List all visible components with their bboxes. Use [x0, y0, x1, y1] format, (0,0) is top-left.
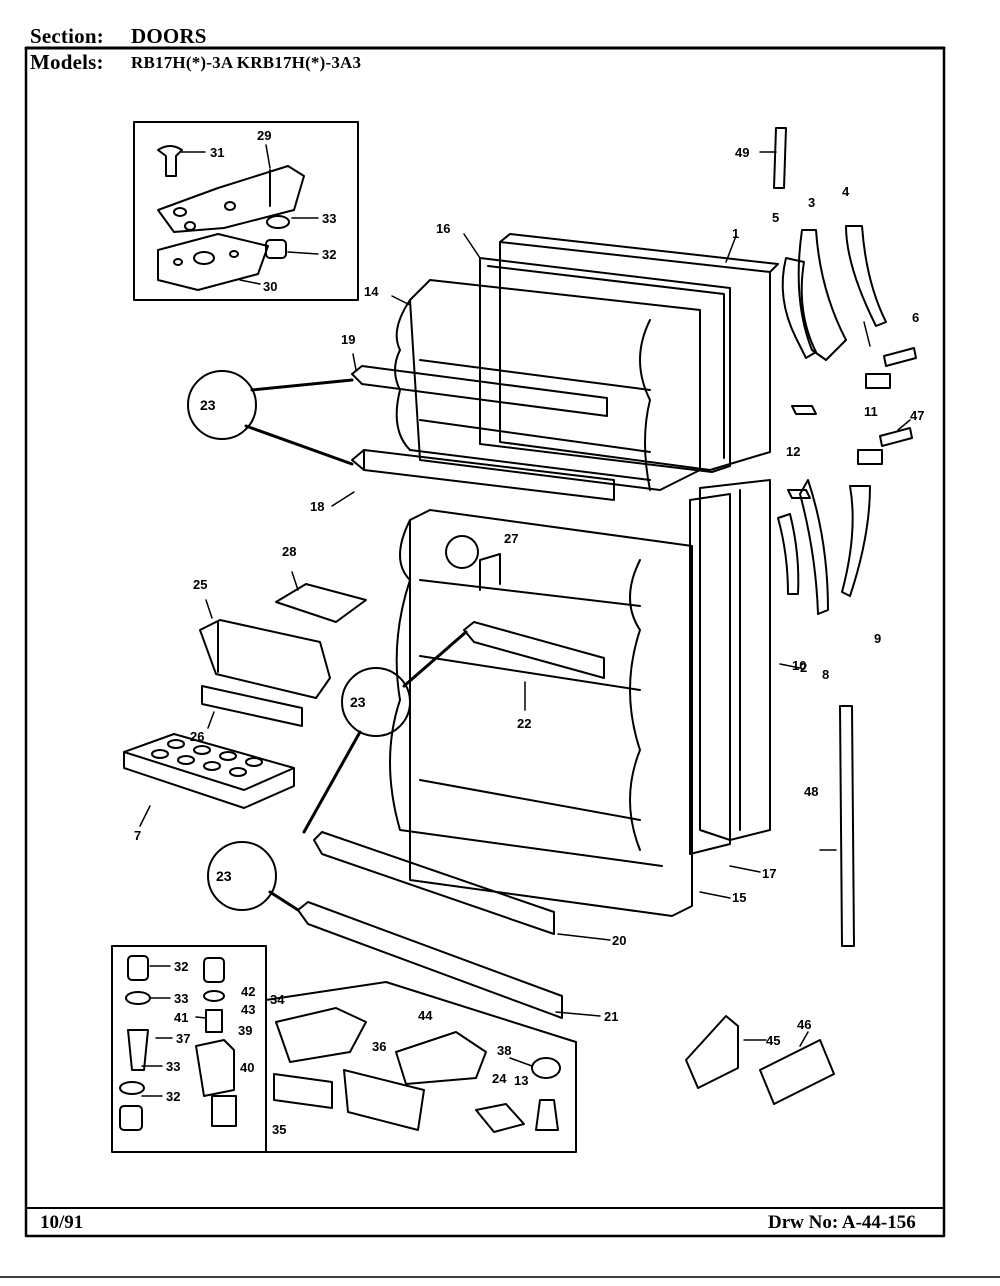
footer-date: 10/91 — [40, 1212, 84, 1233]
callout-23-a: 23 — [200, 397, 216, 413]
callout-21: 21 — [604, 1009, 618, 1024]
callout-14: 14 — [364, 284, 379, 299]
fresh-food-door — [297, 479, 771, 1019]
callout-8: 8 — [822, 667, 829, 682]
callout-labels: 31 29 33 32 30 49 16 1 5 3 4 6 14 19 11 … — [134, 128, 924, 1137]
callout-13: 13 — [514, 1073, 528, 1088]
callout-32-b: 32 — [166, 1089, 180, 1104]
callout-46: 46 — [797, 1017, 811, 1032]
detail-circle-27 — [445, 535, 479, 569]
callout-4: 4 — [842, 184, 850, 199]
handle-parts — [773, 127, 917, 947]
callout-40: 40 — [240, 1060, 254, 1075]
callout-19: 19 — [341, 332, 355, 347]
callout-9: 9 — [874, 631, 881, 646]
callout-26: 26 — [190, 729, 204, 744]
bottom-hinge-inset — [111, 945, 267, 1153]
callout-23-b: 23 — [350, 694, 366, 710]
callout-43: 43 — [241, 1002, 255, 1017]
parts-45-46 — [685, 1015, 835, 1105]
detail-circle-23-c — [207, 841, 277, 911]
callout-11: 11 — [864, 404, 878, 419]
callout-38: 38 — [497, 1043, 511, 1058]
footer-drawing-number: Drw No: A-44-156 — [768, 1212, 916, 1233]
callout-28: 28 — [282, 544, 296, 559]
callout-12: 12 — [786, 444, 800, 459]
callout-16: 16 — [436, 221, 450, 236]
callout-31: 31 — [210, 145, 224, 160]
callout-36: 36 — [372, 1039, 386, 1054]
callout-33-a: 33 — [174, 991, 188, 1006]
callout-29: 29 — [257, 128, 271, 143]
page-frame — [24, 46, 946, 1238]
section-label: Section: — [30, 24, 104, 48]
callout-2: 2 — [800, 660, 807, 675]
callout-32-top: 32 — [322, 247, 336, 262]
callout-17: 17 — [762, 866, 776, 881]
section-value: DOORS — [131, 24, 207, 48]
callout-10: 10 — [792, 658, 806, 673]
callout-45: 45 — [766, 1033, 780, 1048]
callout-37: 37 — [176, 1031, 190, 1046]
callout-33-top: 33 — [322, 211, 336, 226]
top-hinge-inset — [133, 121, 359, 301]
callout-49: 49 — [735, 145, 749, 160]
detail-circle-23-b — [341, 667, 411, 737]
callout-20: 20 — [612, 933, 626, 948]
callout-48: 48 — [804, 784, 818, 799]
callout-18: 18 — [310, 499, 324, 514]
callout-6: 6 — [912, 310, 919, 325]
callout-27: 27 — [504, 531, 518, 546]
callout-44: 44 — [418, 1008, 433, 1023]
callout-24: 24 — [492, 1071, 507, 1086]
models-value: RB17H(*)-3A KRB17H(*)-3A3 — [131, 53, 362, 72]
callout-23-c: 23 — [216, 868, 232, 884]
callout-1: 1 — [732, 226, 739, 241]
callout-5: 5 — [772, 210, 779, 225]
bottom-parts-panel — [265, 981, 577, 1153]
freezer-door — [351, 233, 779, 501]
models-label: Models: — [30, 50, 104, 74]
callout-41: 41 — [174, 1010, 188, 1025]
leader-lines — [139, 144, 911, 1097]
detail-circle-23-a — [187, 370, 257, 440]
callout-35: 35 — [272, 1122, 286, 1137]
callout-42: 42 — [241, 984, 255, 999]
callout-34: 34 — [270, 992, 285, 1007]
callout-15: 15 — [732, 890, 746, 905]
callout-32-a: 32 — [174, 959, 188, 974]
callout-22: 22 — [517, 716, 531, 731]
callout-7: 7 — [134, 828, 141, 843]
callout-47: 47 — [910, 408, 924, 423]
callout-25: 25 — [193, 577, 207, 592]
callout-3: 3 — [808, 195, 815, 210]
callout-33-b: 33 — [166, 1059, 180, 1074]
callout-30: 30 — [263, 279, 277, 294]
egg-butter-parts — [123, 583, 367, 809]
callout-39: 39 — [238, 1023, 252, 1038]
